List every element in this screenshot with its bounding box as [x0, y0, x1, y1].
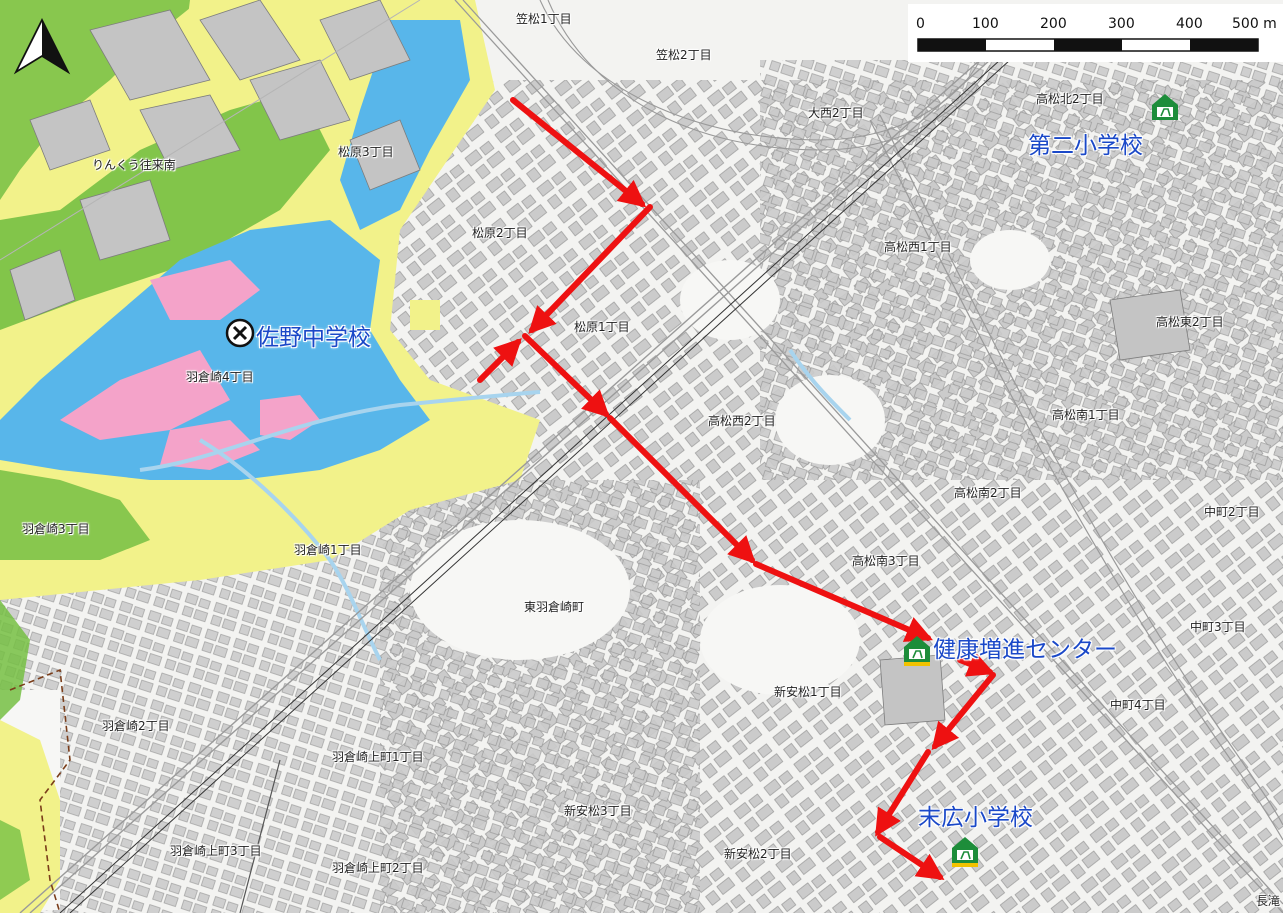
evacuation-shelter-icon[interactable] — [904, 636, 930, 666]
district-label: 高松北2丁目 — [1036, 92, 1104, 106]
scale-tick-400: 400 — [1176, 16, 1203, 32]
district-label: 高松西1丁目 — [884, 240, 952, 254]
route-segment-3 — [477, 338, 522, 383]
evacuation-shelter-icon[interactable] — [1152, 94, 1178, 120]
railway — [59, 59, 1011, 913]
district-label: 羽倉崎上町3丁目 — [170, 844, 262, 858]
district-label: 大西2丁目 — [808, 106, 864, 120]
district-label: 松原3丁目 — [338, 145, 394, 159]
district-label: 羽倉崎上町2丁目 — [332, 861, 424, 875]
scale-tick-0: 0 — [916, 16, 925, 32]
evacuation-route — [477, 97, 996, 880]
facility-label-kenko-center[interactable]: 健康増進センター — [933, 637, 1117, 663]
district-label: 松原1丁目 — [574, 320, 630, 334]
district-label: 東羽倉崎町 — [524, 600, 585, 614]
city-boundary — [9, 668, 71, 913]
district-label: 新安松3丁目 — [564, 804, 632, 818]
facility-label-suehiro-es[interactable]: 末広小学校 — [918, 805, 1033, 831]
district-label: 中町3丁目 — [1190, 620, 1246, 634]
district-label: 羽倉崎3丁目 — [22, 522, 90, 536]
route-segment-1 — [510, 97, 647, 208]
district-label: 中町2丁目 — [1204, 505, 1260, 519]
district-label: 羽倉崎2丁目 — [102, 719, 170, 733]
route-segment-2 — [528, 204, 653, 334]
route-segment-9 — [875, 749, 931, 837]
north-arrow-icon — [13, 17, 71, 75]
district-label: 高松南1丁目 — [1052, 408, 1120, 422]
district-label: 長滝 — [1256, 894, 1281, 908]
route-segment-10 — [877, 834, 945, 880]
district-label: 高松南3丁目 — [852, 554, 920, 568]
district-label: 中町4丁目 — [1110, 698, 1166, 712]
route-segment-5 — [607, 415, 756, 564]
district-label: 新安松1丁目 — [774, 685, 842, 699]
facility-label-sano-jhs[interactable]: 佐野中学校 — [256, 325, 371, 351]
route-segment-8 — [931, 672, 996, 751]
district-label: 高松西2丁目 — [708, 414, 776, 428]
evacuation-shelter-icon[interactable] — [952, 837, 978, 867]
district-label: 新安松2丁目 — [724, 847, 792, 861]
scale-tick-100: 100 — [972, 16, 999, 32]
closed-shelter-x-icon[interactable] — [225, 318, 255, 348]
facility-label-daini-es[interactable]: 第二小学校 — [1028, 133, 1143, 159]
district-label: 笠松2丁目 — [656, 48, 712, 62]
route-segment-6 — [753, 561, 933, 642]
district-label: 羽倉崎上町1丁目 — [332, 750, 424, 764]
scale-tick-200: 200 — [1040, 16, 1067, 32]
route-segment-7 — [957, 651, 996, 677]
district-label: りんくう往来南 — [92, 158, 176, 172]
building-layer — [0, 60, 1283, 913]
factory-blocks — [9, 0, 1191, 726]
district-label: 高松南2丁目 — [954, 486, 1022, 500]
district-label: 笠松1丁目 — [516, 12, 572, 26]
district-label: 羽倉崎4丁目 — [186, 370, 254, 384]
district-label: 羽倉崎1丁目 — [294, 543, 362, 557]
scale-bar: 0 100 200 300 400 500 m — [908, 4, 1283, 62]
scale-tick-300: 300 — [1108, 16, 1135, 32]
streams — [139, 348, 852, 661]
district-label: 高松東2丁目 — [1156, 315, 1224, 329]
route-segment-4 — [522, 333, 610, 418]
district-label: 松原2丁目 — [472, 226, 528, 240]
scale-tick-500: 500 m — [1232, 16, 1277, 32]
